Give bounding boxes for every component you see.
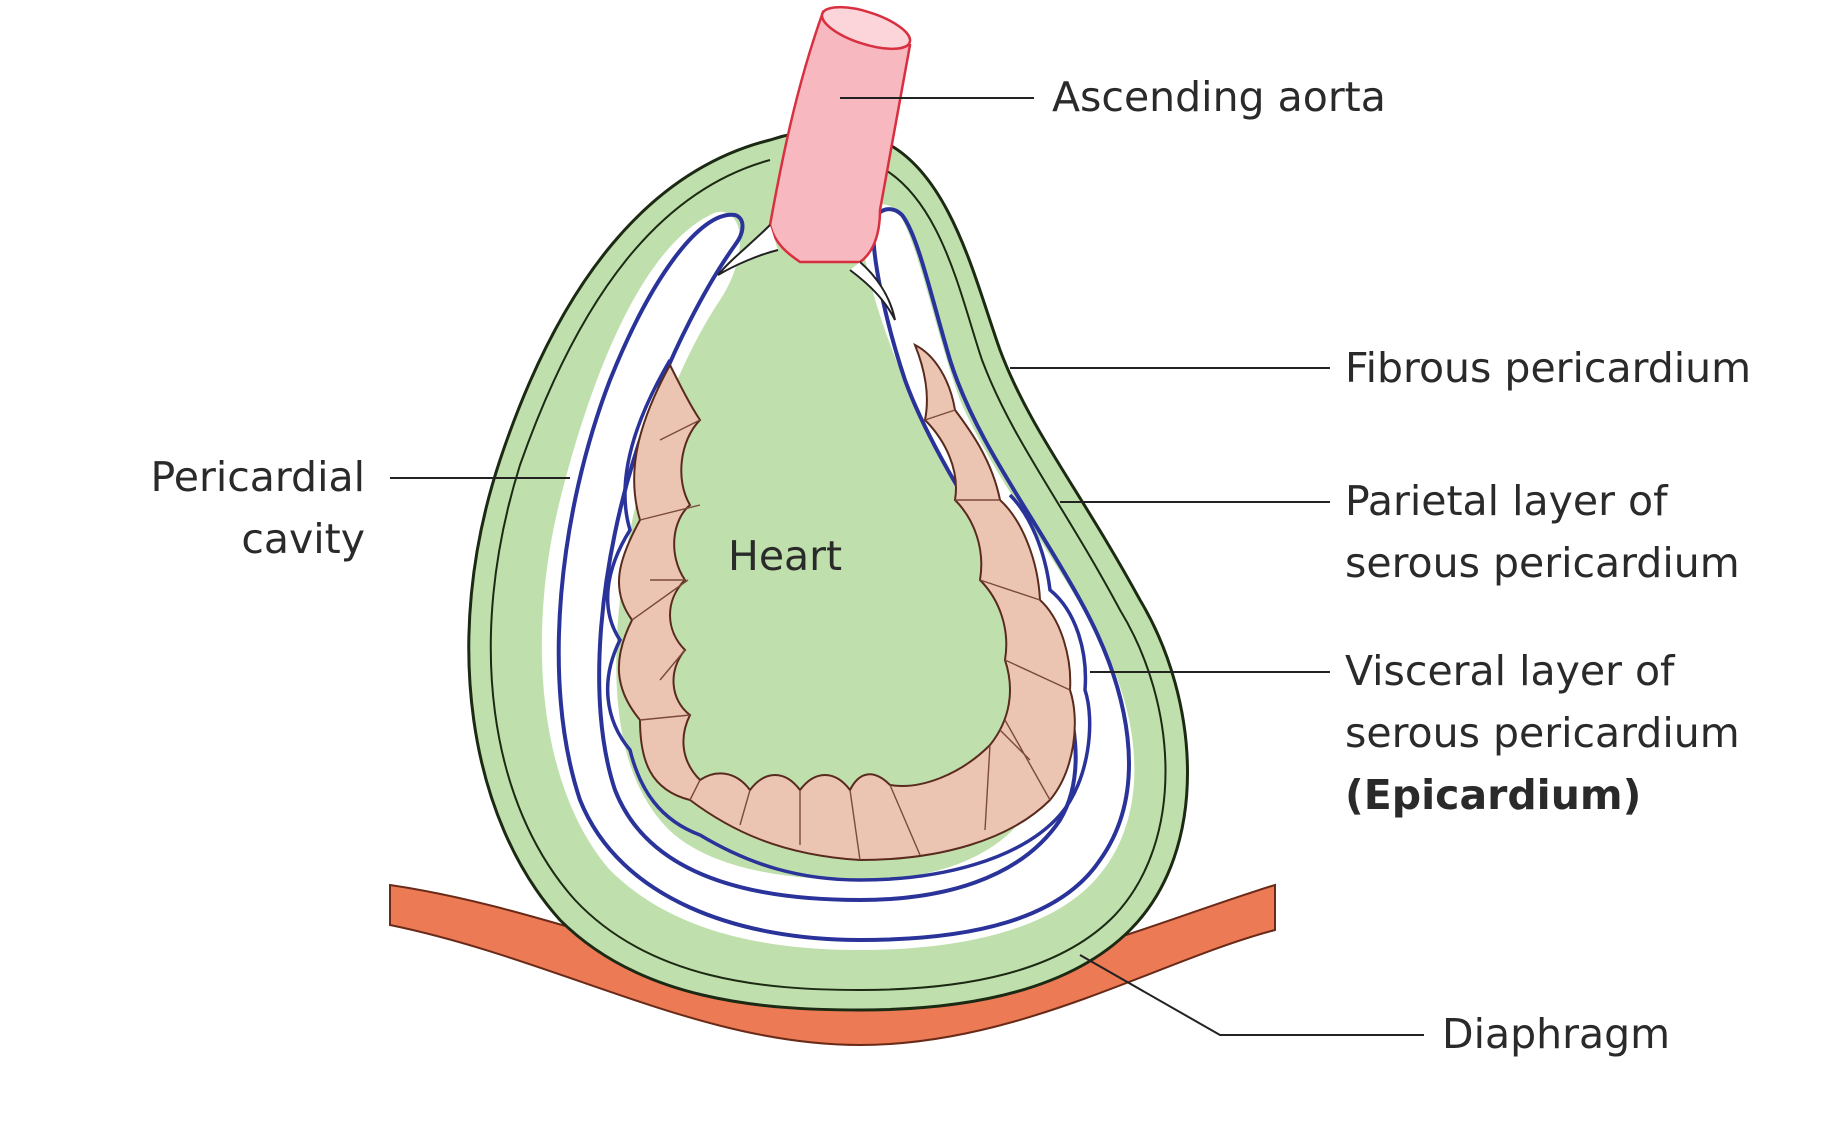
visceral-serous-layer [605,359,1092,882]
label-ascending-aorta-text: Ascending aorta [1052,73,1386,121]
label-pericardial-cavity: Pericardial cavity [110,446,365,570]
leader-lines [390,97,1424,1036]
label-fibrous-pericardium-text: Fibrous pericardium [1345,344,1752,392]
label-pericardial-line-1: Pericardial [150,453,365,501]
label-visceral-line-1: Visceral layer of [1345,647,1675,695]
label-visceral-line-2: serous pericardium [1345,709,1740,757]
label-heart-text: Heart [728,532,843,580]
myocardium [617,342,1076,862]
label-visceral-layer: Visceral layer of serous pericardium (Ep… [1345,640,1740,826]
label-heart: Heart [728,525,842,587]
label-fibrous-pericardium: Fibrous pericardium [1345,337,1751,399]
label-pericardial-line-2: cavity [241,515,365,563]
label-diaphragm: Diaphragm [1442,1003,1670,1065]
label-parietal-line-1: Parietal layer of [1345,477,1668,525]
label-parietal-line-2: serous pericardium [1345,539,1740,587]
ascending-aorta [768,10,912,264]
label-parietal-layer: Parietal layer of serous pericardium [1345,470,1740,594]
label-ascending-aorta: Ascending aorta [1052,66,1386,128]
myocardium-striations [631,409,1071,861]
aorta-reflection-left [717,224,779,276]
aorta-reflection-right [849,261,896,321]
leader-diaphragm [1079,954,1424,1036]
fibrous-inner-outline [489,159,1167,992]
aorta-opening [820,5,912,51]
label-diaphragm-text: Diaphragm [1442,1010,1671,1058]
label-visceral-line-3: (Epicardium) [1345,771,1642,819]
